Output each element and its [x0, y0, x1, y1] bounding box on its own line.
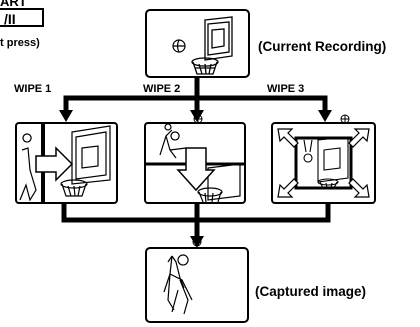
wipe-1-direction-arrow: [35, 146, 74, 182]
wipe-2-ball-icon: [193, 114, 203, 124]
pause-button-label: /II: [0, 8, 44, 27]
wipe-3-ball-icon: [340, 114, 350, 124]
wipe-2-frame: [144, 114, 246, 204]
press-note: t press): [0, 37, 40, 49]
wipe-3-label: WIPE 3: [267, 83, 305, 95]
wipe-2-label: WIPE 2: [143, 83, 181, 95]
captured-ball-icon: [192, 237, 202, 247]
backboard-icon: [191, 16, 233, 75]
wipe-1-frame: [15, 122, 118, 204]
art-label: ART: [0, 0, 27, 9]
captured-image-label: (Captured image): [255, 284, 367, 299]
wipe-3-frame: [271, 114, 376, 204]
wipe-3-corner-arrows: [277, 128, 370, 198]
current-recording-frame: [145, 9, 250, 78]
flow-lines: [61, 75, 331, 241]
wipe-2-direction-arrow: [176, 147, 216, 192]
captured-image-frame: [145, 237, 249, 323]
wipe-1-label: WIPE 1: [14, 83, 52, 95]
basketball-icon: [172, 39, 186, 53]
current-recording-label: (Current Recording): [258, 39, 387, 54]
